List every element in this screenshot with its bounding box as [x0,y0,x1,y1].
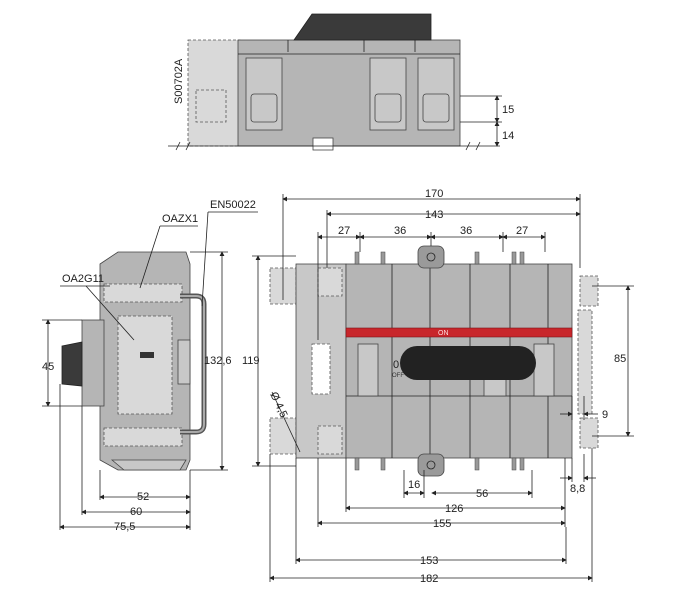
dim-52: 52 [137,491,149,503]
dim-15: 15 [502,104,514,116]
side-view-front-plate [81,319,105,407]
dim-56: 56 [476,488,488,500]
dim-75-5: 75,5 [114,521,135,533]
drawing-code: S00702A [173,58,185,104]
front-view: ON 0 OFF 170 143 [242,188,634,585]
dim-155: 155 [433,518,451,530]
dim-14: 14 [502,130,514,142]
rotary-handle[interactable] [400,346,536,380]
dim-143: 143 [425,209,443,221]
bottom-fixing-lug [417,453,445,477]
dim-126: 126 [445,503,463,515]
dim-153: 153 [420,555,438,567]
dim-36-left: 36 [394,225,406,237]
side-view-handle [61,341,83,387]
label-on: ON [438,330,449,337]
dim-36-right: 36 [460,225,472,237]
dim-119: 119 [242,355,260,367]
dim-27-right: 27 [516,225,528,237]
dim-85: 85 [614,353,626,365]
dim-16: 16 [408,479,420,491]
dim-27-left: 27 [338,225,350,237]
label-en50022: EN50022 [210,199,256,211]
dim-182: 182 [420,573,438,585]
dim-8-8: 8,8 [570,483,585,495]
label-off: OFF [392,373,404,379]
on-stripe [345,327,573,338]
top-fixing-lug [417,245,445,269]
label-zero: 0 [393,359,399,371]
side-view: OAZX1 EN50022 OA2G11 45 132,6 52 60 75,5 [42,199,258,533]
dim-132-6: 132,6 [204,355,232,367]
label-oa2g11: OA2G11 [62,273,104,285]
dim-9: 9 [602,409,608,421]
top-view: 15 14 S00702A [168,13,514,151]
dim-45: 45 [42,361,54,373]
top-view-handle [293,13,432,41]
label-oazx1: OAZX1 [162,213,198,225]
dim-170: 170 [425,188,443,200]
dim-60: 60 [130,506,142,518]
label-hole: Ø 4,5 [267,390,289,419]
